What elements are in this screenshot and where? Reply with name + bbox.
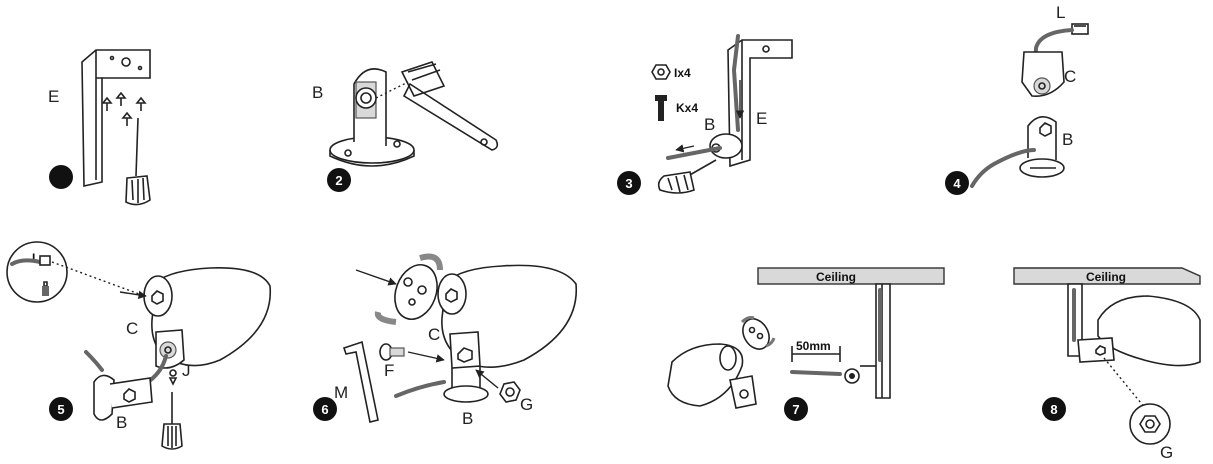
screw-icon xyxy=(168,369,178,386)
part-label-G: G xyxy=(1160,443,1173,462)
step-4-panel: L C B 4 xyxy=(945,3,1089,195)
part-label-L: L xyxy=(1056,3,1065,22)
part-label-L: L xyxy=(32,251,39,265)
step-badge xyxy=(313,397,337,421)
step-5-panel: L C B J 5 xyxy=(6,241,272,450)
hardware-label-I: Ix4 xyxy=(674,66,691,80)
part-label-G: G xyxy=(520,395,533,414)
svg-text:4: 4 xyxy=(953,176,961,191)
part-label-C: C xyxy=(428,325,440,344)
cutter-tool-icon xyxy=(400,61,499,151)
bracket-b xyxy=(1027,116,1057,160)
ceiling-slab xyxy=(1013,267,1201,285)
ceiling-label: Ceiling xyxy=(1086,270,1126,284)
part-label-B: B xyxy=(1062,130,1073,149)
screwdriver-icon xyxy=(125,117,151,206)
screwdriver-icon xyxy=(657,159,717,194)
part-label-B: B xyxy=(312,83,323,102)
bolt-icon xyxy=(655,95,667,121)
hardware-label-K: Kx4 xyxy=(676,101,698,115)
nut-icon xyxy=(499,381,521,403)
part-label-C: C xyxy=(1064,67,1076,86)
speaker-mount-c xyxy=(1021,51,1065,98)
rotating-plate xyxy=(394,264,438,320)
part-label-B: B xyxy=(462,409,473,428)
step-badge xyxy=(49,165,73,189)
ceiling-label: Ceiling xyxy=(816,270,856,284)
svg-text:2: 2 xyxy=(335,173,342,188)
step-2-panel: B 2 xyxy=(312,61,499,192)
part-label-C: C xyxy=(126,319,138,338)
part-label-J: J xyxy=(182,361,191,380)
detail-callout xyxy=(6,241,68,303)
step-badge xyxy=(617,171,641,195)
screwdriver-icon xyxy=(161,392,183,450)
step-6-panel: C B M F G 6 xyxy=(313,253,578,428)
wall-bracket-e xyxy=(727,39,793,168)
step-badge xyxy=(49,397,73,421)
part-label-B: B xyxy=(704,115,715,134)
screw-icon xyxy=(101,91,147,126)
step-1-panel: E xyxy=(48,49,151,206)
ceiling-slab xyxy=(757,267,945,285)
svg-text:5: 5 xyxy=(57,402,64,417)
svg-text:3: 3 xyxy=(625,176,632,191)
svg-text:7: 7 xyxy=(792,402,799,417)
step-7-panel: Ceiling 50mm 7 xyxy=(667,267,945,421)
wall-bracket-e xyxy=(81,49,151,187)
step-badge xyxy=(945,171,969,195)
step-badge xyxy=(784,397,808,421)
step-badge xyxy=(327,168,351,192)
bracket-b xyxy=(93,374,115,421)
step-badge xyxy=(1042,397,1066,421)
svg-text:6: 6 xyxy=(321,402,328,417)
svg-text:8: 8 xyxy=(1050,402,1057,417)
dimension-label: 50mm xyxy=(796,339,831,353)
part-label-M: M xyxy=(334,383,348,402)
nut-icon xyxy=(1139,415,1161,433)
nut-icon xyxy=(651,64,671,80)
part-label-B: B xyxy=(116,413,127,432)
part-label-E: E xyxy=(756,109,767,128)
connector-icon xyxy=(1071,23,1089,35)
part-label-F: F xyxy=(384,361,394,380)
bolt-icon xyxy=(379,343,405,361)
hex-key-icon xyxy=(342,340,379,423)
step-3-panel: Ix4 Kx4 E B 3 xyxy=(617,34,793,195)
speaker-body xyxy=(1097,295,1201,367)
part-label-E: E xyxy=(48,87,59,106)
step-8-panel: Ceiling G 8 xyxy=(1013,267,1201,462)
